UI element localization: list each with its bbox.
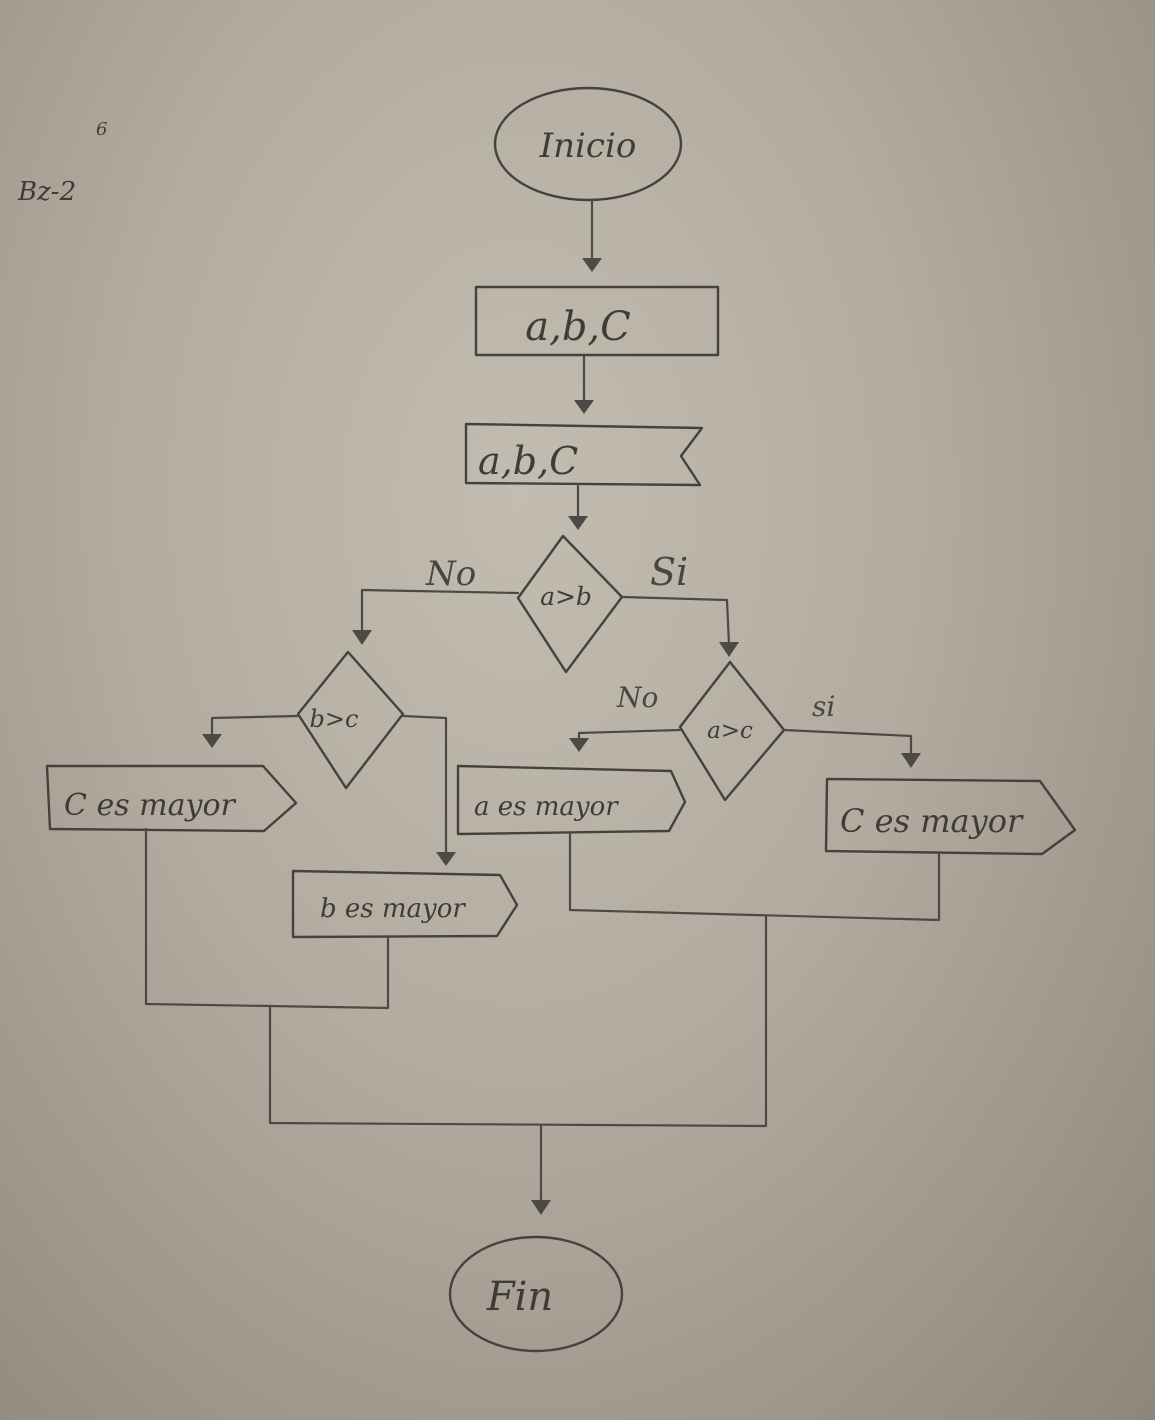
edge-label-ac-no: No (616, 681, 658, 714)
arrow-head (719, 642, 739, 657)
output-c-left (45, 764, 298, 833)
arrow-head (582, 258, 602, 272)
decision-ac-label: a>c (707, 718, 753, 744)
arrow-head (574, 400, 594, 414)
output-a-label: a es mayor (474, 792, 619, 822)
merge-bottom (268, 914, 768, 1128)
arrow-head (202, 734, 222, 748)
output-b-label: b es mayor (320, 894, 466, 924)
connector-ab-yes (620, 595, 731, 647)
decision-bc (296, 650, 405, 790)
input-label: a,b,C (478, 439, 578, 483)
edge-label-ab-no: No (425, 554, 476, 594)
margin-note-sup: 6 (96, 119, 107, 140)
margin-note: Bz-2 (17, 177, 76, 207)
edge-label-ac-yes: si (812, 690, 835, 723)
connector-ac-no (577, 728, 682, 740)
arrow-head (531, 1200, 551, 1215)
output-a (456, 764, 687, 836)
merge-right (568, 832, 941, 922)
start-label: Inicio (539, 126, 637, 166)
process-label: a,b,C (525, 304, 631, 350)
end-terminal (448, 1235, 624, 1353)
output-c-left-label: C es mayor (64, 788, 237, 823)
output-b (291, 869, 519, 939)
arrow-head (901, 753, 921, 768)
connector-ac-yes (782, 728, 913, 757)
decision-ab (516, 534, 624, 674)
decision-bc-label: b>c (310, 705, 359, 733)
process-box (474, 285, 720, 357)
end-label: Fin (486, 1274, 553, 1320)
input-shape (464, 422, 704, 487)
arrow-head (436, 852, 456, 866)
arrow-head (568, 516, 588, 530)
connector-bc-left (210, 714, 300, 738)
connector-bc-right (401, 714, 448, 857)
edge-label-ab-yes: Si (650, 550, 688, 594)
output-c-right (824, 777, 1077, 856)
arrow-head (569, 738, 589, 752)
merge-left (144, 827, 390, 1010)
output-c-right-label: C es mayor (840, 802, 1024, 840)
connector-ab-no (360, 588, 520, 634)
start-terminal (493, 86, 683, 202)
arrow-head (352, 630, 372, 645)
decision-ab-label: a>b (540, 582, 592, 611)
decision-ac (678, 660, 786, 802)
